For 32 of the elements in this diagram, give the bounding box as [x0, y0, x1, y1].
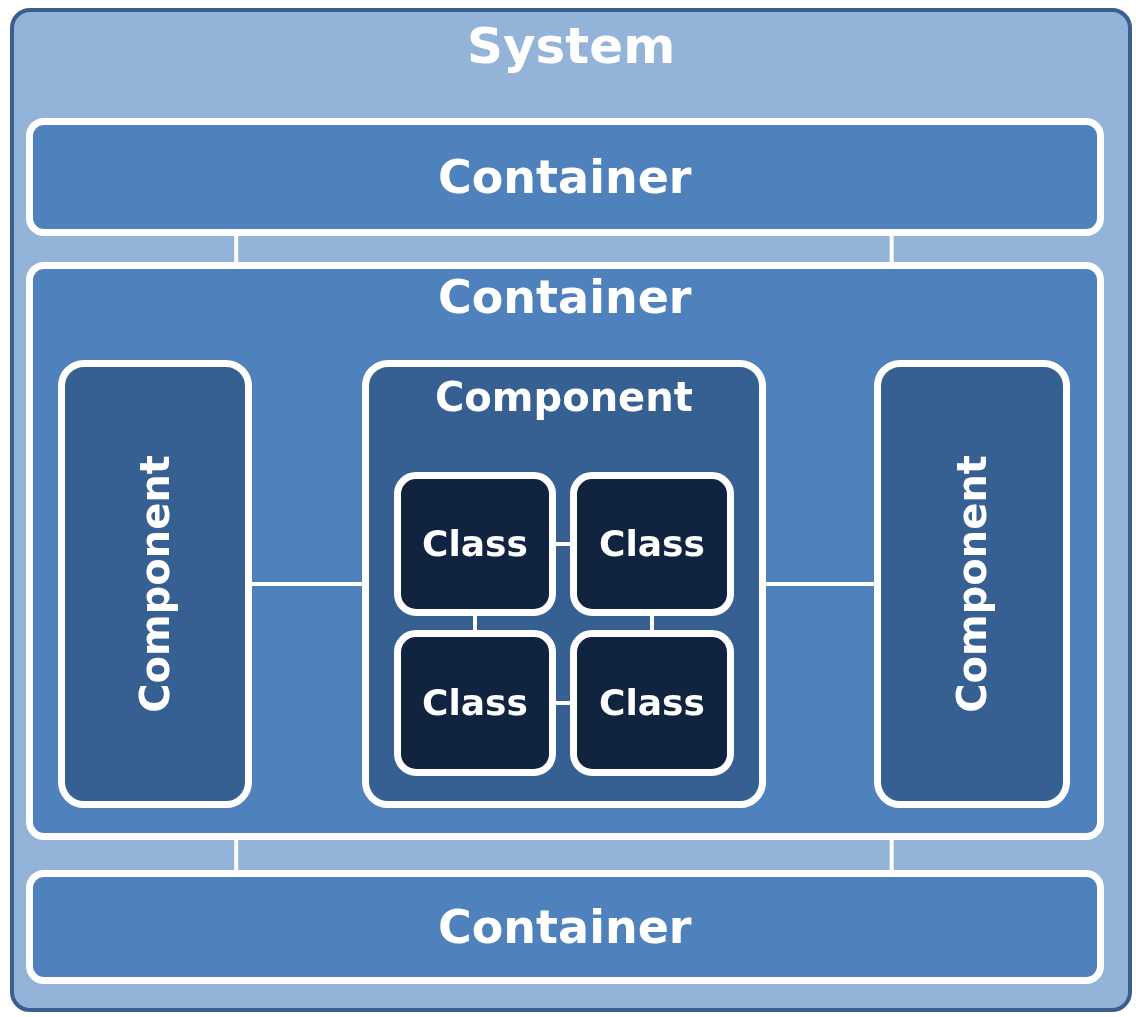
connector-line	[766, 582, 874, 586]
connector-line	[252, 582, 362, 586]
class-box	[570, 630, 734, 776]
class-box	[394, 472, 556, 616]
connector-line	[889, 840, 894, 870]
system-box	[10, 8, 1132, 1012]
node-title: System	[467, 18, 676, 74]
container-box	[26, 262, 1104, 840]
node-title: Component	[950, 455, 994, 713]
node-title: Class	[599, 524, 705, 564]
node-title: Container	[438, 151, 692, 203]
node-title: Class	[599, 683, 705, 723]
node-title: Container	[438, 901, 692, 953]
component-box	[58, 360, 252, 808]
connector-line	[234, 840, 239, 870]
connector-line	[473, 616, 477, 630]
container-box	[26, 870, 1104, 984]
node-title: Class	[422, 524, 528, 564]
component-box	[874, 360, 1070, 808]
connector-line	[650, 616, 654, 630]
node-title: Container	[438, 271, 692, 323]
node-title: Class	[422, 683, 528, 723]
node-title: Component	[435, 375, 693, 419]
component-box	[362, 360, 766, 808]
container-box	[26, 118, 1104, 236]
node-title: Component	[133, 455, 177, 713]
class-box	[394, 630, 556, 776]
connector-line	[556, 542, 570, 546]
connector-line	[889, 236, 894, 262]
connector-line	[234, 236, 239, 262]
connector-line	[556, 701, 570, 705]
class-box	[570, 472, 734, 616]
